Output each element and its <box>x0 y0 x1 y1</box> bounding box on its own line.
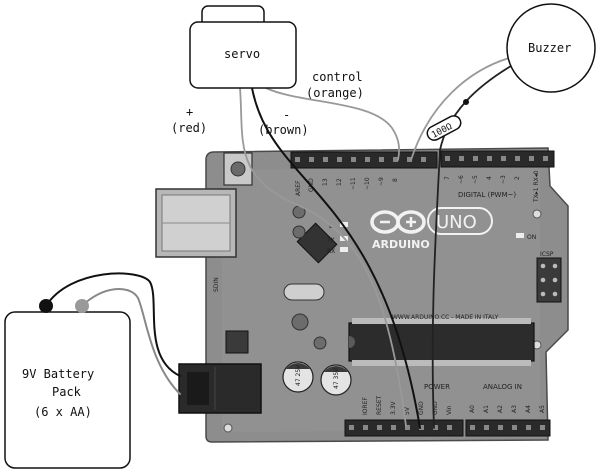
pin-label-gnd2: GND <box>432 401 439 415</box>
led-label-on: ON <box>527 234 536 241</box>
pin-label-8: 8 <box>392 178 399 182</box>
buzzer-wire-1 <box>410 57 510 161</box>
battery-pack: 9V Battery Pack (6 x AA) <box>4 299 131 469</box>
pin-label-3v3: 3.3V <box>390 400 397 415</box>
analog-header <box>465 419 551 437</box>
digital-label: DIGITAL (PWM~) <box>458 191 516 199</box>
servo-motor: servo <box>189 5 297 89</box>
pin-label-vin: Vin <box>446 405 453 415</box>
arduino-logo: ARDUINO <box>370 210 430 251</box>
logo-text: ARDUINO <box>372 238 430 251</box>
positive-label: + <box>186 105 193 119</box>
buzzer: Buzzer <box>506 3 596 93</box>
microcontroller-chip <box>348 318 535 366</box>
reset-button <box>223 152 253 186</box>
pin-label-a1: A1 <box>483 405 490 413</box>
control-color-label: (orange) <box>306 86 364 100</box>
mount-hole <box>223 423 233 433</box>
round-component <box>292 225 306 239</box>
power-pin-labels: POWER ANALOG IN IOREF RESET 3.3V 5V GND … <box>362 383 546 415</box>
pin-label-7: 7 <box>444 176 451 180</box>
battery-label-line2: Pack <box>52 385 82 399</box>
pin-label-11: ~11 <box>350 177 357 190</box>
pin-label-4: 4 <box>486 176 493 180</box>
pin-label-12: 12 <box>336 178 343 186</box>
mount-hole <box>532 209 542 219</box>
servo-control-wire <box>265 87 400 161</box>
wire-labels: control (orange) + (red) - (brown) <box>171 70 364 137</box>
crystal-oscillator <box>283 283 325 301</box>
pin-label-3: ~3 <box>500 175 507 184</box>
battery-label-line3: (6 x AA) <box>34 405 92 419</box>
uno-badge: UNO <box>427 207 493 235</box>
usb-chip <box>296 222 338 264</box>
pin-label-a4: A4 <box>525 405 532 413</box>
pin-label-10: ~10 <box>364 177 371 190</box>
arduino-board: 47 25V 47 35V ICSP <box>155 147 569 443</box>
led-label-rx: RX <box>327 248 335 255</box>
digital-header <box>290 150 555 169</box>
power-label: POWER <box>424 383 450 391</box>
round-component <box>291 313 309 331</box>
wires <box>45 57 512 429</box>
battery-label-line1: 9V Battery <box>22 367 94 381</box>
pin-label-13: 13 <box>322 178 329 186</box>
pin-label-5v: 5V <box>404 406 411 415</box>
pin-label-a5: A5 <box>539 405 546 413</box>
servo-negative-wire <box>251 87 421 429</box>
pin-label-9: ~9 <box>378 177 385 186</box>
battery-terminal-positive <box>75 299 89 313</box>
positive-color-label: (red) <box>171 121 207 135</box>
pin-label-a0: A0 <box>469 405 476 413</box>
pin-label-a3: A3 <box>511 405 518 413</box>
power-header <box>344 419 464 437</box>
capacitor: 47 25V <box>282 361 314 393</box>
buzzer-ground-wire <box>431 149 441 429</box>
pin-label-gnd1: GND <box>418 401 425 415</box>
capacitor-label: 47 25V <box>295 364 302 386</box>
negative-color-label: (brown) <box>258 123 309 137</box>
battery-red-lead <box>81 287 181 395</box>
buzzer-wire-2 <box>439 65 512 151</box>
pin-label-a2: A2 <box>497 405 504 413</box>
capacitor: 47 35V <box>320 364 352 396</box>
sdin-label: SDIN <box>213 277 220 292</box>
model-label: UNO <box>436 212 477 233</box>
capacitor-label: 47 35V <box>333 367 340 389</box>
pin-label-reset: RESET <box>376 395 383 415</box>
control-label: control <box>312 70 363 84</box>
analog-label: ANALOG IN <box>483 383 522 391</box>
negative-label: - <box>283 108 290 122</box>
battery-terminal-negative <box>39 299 53 313</box>
usb-connector <box>155 188 237 258</box>
round-component <box>313 336 327 350</box>
battery-black-lead <box>45 272 181 377</box>
servo-positive-wire <box>239 87 407 427</box>
website-label: WWW.ARDUINO.CC - MADE IN ITALY <box>392 314 499 321</box>
servo-label: servo <box>224 47 260 61</box>
pin-label-txrx: TX▸1 RX◂0 <box>533 170 540 203</box>
power-jack <box>178 363 262 414</box>
icsp-header: ICSP <box>536 251 562 303</box>
icsp-label: ICSP <box>540 251 554 258</box>
pin-label-2: 2 <box>514 176 521 180</box>
junction-dot <box>463 99 469 105</box>
buzzer-label: Buzzer <box>528 41 571 55</box>
pin-label-6: ~6 <box>458 175 465 184</box>
pin-label-aref: AREF <box>295 180 302 196</box>
pin-label-ioref: IOREF <box>362 397 369 415</box>
voltage-regulator <box>225 330 249 354</box>
pin-label-5: ~5 <box>472 175 479 184</box>
led-label-tx: TX <box>326 237 335 244</box>
